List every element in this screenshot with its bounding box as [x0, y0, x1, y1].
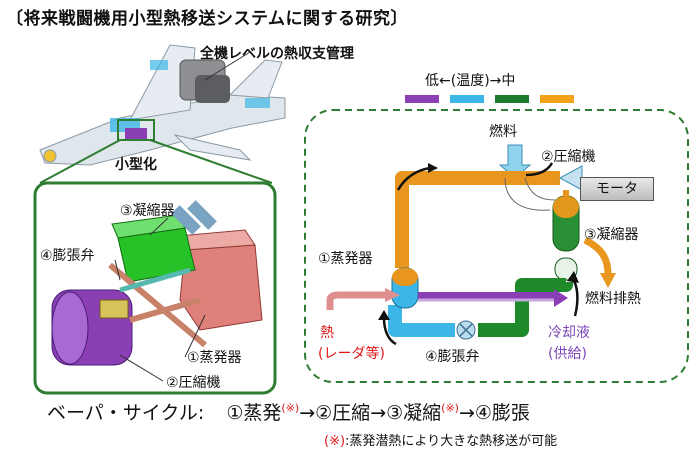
vapor-cycle-diagram — [326, 144, 616, 346]
coolant-supply-label: (供給) — [548, 346, 587, 362]
coolant-label: 冷却液 — [548, 325, 590, 341]
page-title: 〔将来戦闘機用小型熱移送システムに関する研究〕 — [6, 9, 408, 29]
heat-label: 熱 — [320, 325, 334, 341]
cycle-step-compress: →②圧縮 — [299, 402, 371, 424]
component-illustration — [51, 200, 263, 366]
cycle-note-mark-1: (※) — [281, 401, 300, 415]
evaporator-left-label: ①蒸発器 — [187, 350, 242, 366]
legend-bar-low — [405, 95, 439, 103]
condenser-left-label: ③凝縮器 — [120, 203, 175, 219]
compressor-left-label: ②圧縮機 — [166, 375, 221, 391]
compressor-right-label: ②圧縮機 — [541, 149, 596, 165]
expansion-valve-right-label: ④膨張弁 — [425, 349, 480, 365]
aircraft-illustration — [39, 44, 286, 166]
fuel-label: 燃料 — [489, 124, 517, 140]
miniaturize-label: 小型化 — [115, 157, 157, 173]
legend-bar-lowmid — [450, 95, 484, 103]
legend-bar-mid — [540, 95, 574, 103]
cycle-note-mark-2: (※) — [441, 401, 459, 415]
cycle-step-condense: →③凝縮 — [370, 402, 442, 424]
footnote: (※):蒸発潜熱により大きな熱移送が可能 — [324, 430, 557, 449]
cycle-prefix: ベーパ・サイクル: — [47, 402, 205, 424]
motor-box: モータ — [580, 177, 654, 201]
temperature-legend-label: 低←(温度)→中 — [425, 73, 516, 89]
evaporator-right-label: ①蒸発器 — [318, 251, 373, 267]
footnote-text: :蒸発潜熱により大きな熱移送が可能 — [345, 434, 558, 449]
condenser-right-label: ③凝縮器 — [584, 227, 639, 243]
footnote-mark: (※) — [324, 434, 346, 449]
cycle-step-evaporate: ①蒸発 — [226, 402, 282, 424]
thermal-management-label: 全機レベルの熱収支管理 — [200, 46, 354, 62]
fuel-exhaust-label: 燃料排熱 — [585, 291, 641, 307]
cycle-step-expand: →④膨張 — [458, 402, 530, 424]
vapor-cycle-formula: ベーパ・サイクル: ①蒸発(※)→②圧縮→③凝縮(※)→④膨張 — [47, 398, 530, 425]
expansion-valve-left-label: ④膨張弁 — [40, 248, 95, 264]
cycle-frame — [304, 109, 689, 383]
heat-source-label: (レーダ等) — [318, 346, 385, 362]
legend-bar-midlow — [495, 95, 529, 103]
